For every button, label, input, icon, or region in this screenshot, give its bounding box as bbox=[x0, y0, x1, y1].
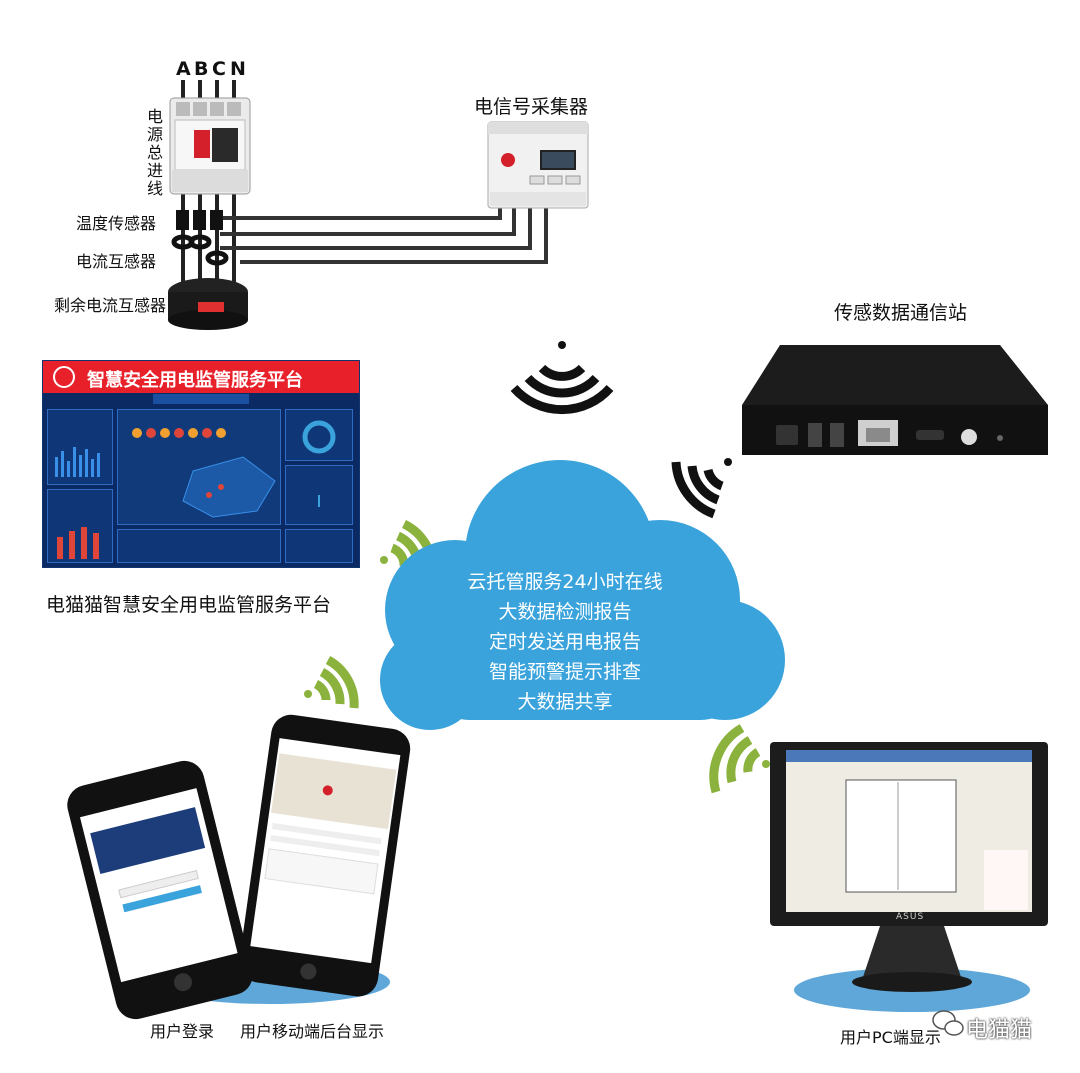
wifi-signal-station bbox=[671, 458, 732, 519]
platform-widgets bbox=[55, 420, 336, 559]
residual-current-transformer bbox=[168, 278, 248, 330]
temperature-sensors bbox=[176, 210, 223, 230]
platform-subheader bbox=[153, 394, 249, 404]
current-transformers bbox=[171, 234, 229, 266]
temp-sensor-label: 温度传感器 bbox=[76, 214, 157, 233]
phase-label-n: N bbox=[230, 58, 246, 80]
station-label: 传感数据通信站 bbox=[834, 302, 968, 324]
cloud-line-2: 大数据检测报告 bbox=[498, 601, 632, 623]
platform-header-bar: 智慧安全用电监管服务平台 bbox=[43, 361, 359, 393]
current-transformer-label: 电流互感器 bbox=[76, 252, 157, 271]
wifi-signal-collector bbox=[510, 341, 614, 415]
watermark: 电猫猫 bbox=[930, 1010, 1060, 1044]
monitor-brand: ASUS bbox=[896, 912, 925, 922]
platform-logo-icon bbox=[53, 366, 75, 388]
wifi-signal-pc bbox=[709, 724, 770, 794]
signal-cables bbox=[220, 205, 548, 264]
pc-monitor bbox=[770, 742, 1048, 992]
cloud-line-3: 定时发送用电报告 bbox=[488, 631, 641, 653]
cloud-line-4: 智能预警提示排查 bbox=[488, 661, 641, 683]
cloud-line-1: 云托管服务24小时在线 bbox=[467, 571, 663, 593]
phone-login bbox=[67, 760, 253, 1020]
platform-screenshot: 智慧安全用电监管服务平台 bbox=[42, 360, 360, 568]
breaker-wires bbox=[181, 80, 236, 290]
collector-label: 电信号采集器 bbox=[474, 96, 589, 118]
phase-label-a: A bbox=[176, 58, 191, 80]
pc-display-label: 用户PC端显示 bbox=[840, 1028, 941, 1047]
platform-panel-clock bbox=[285, 465, 353, 525]
signal-collector bbox=[487, 121, 589, 209]
cloud-line-5: 大数据共享 bbox=[517, 691, 613, 713]
watermark-text: 电猫猫 bbox=[966, 1018, 1033, 1043]
wifi-signal-mobile bbox=[304, 656, 359, 709]
cloud-shape bbox=[380, 460, 785, 730]
platform-header-title: 智慧安全用电监管服务平台 bbox=[87, 370, 303, 391]
watermark-icon bbox=[932, 1010, 964, 1036]
platform-caption: 电猫猫智慧安全用电监管服务平台 bbox=[46, 594, 332, 616]
sensor-data-station bbox=[742, 345, 1048, 455]
mobile-backend-label: 用户移动端后台显示 bbox=[240, 1022, 385, 1041]
phone-backend bbox=[239, 714, 411, 997]
user-login-label: 用户登录 bbox=[150, 1022, 215, 1041]
platform-panel-alerts bbox=[285, 529, 353, 563]
main-breaker bbox=[169, 97, 251, 195]
platform-panel-table bbox=[117, 529, 281, 563]
main-line-label: 电源总进线 bbox=[146, 107, 163, 198]
phase-label-c: C bbox=[212, 58, 226, 80]
residual-ct-label: 剩余电流互感器 bbox=[54, 296, 167, 315]
phase-label-b: B bbox=[194, 58, 209, 80]
